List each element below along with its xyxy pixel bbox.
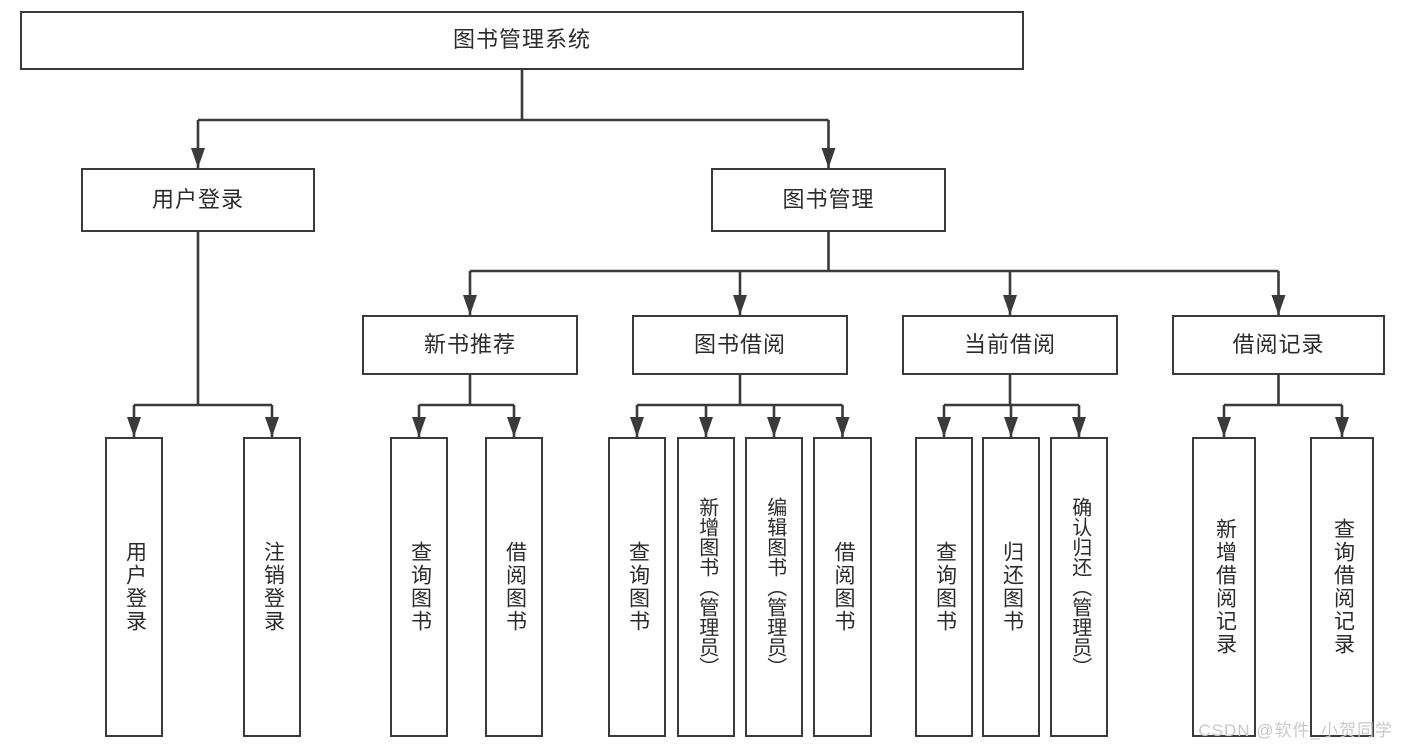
arrowhead-icon bbox=[265, 417, 279, 437]
arrowhead-icon bbox=[630, 417, 644, 437]
node-records[interactable]: 借阅记录 bbox=[1172, 315, 1385, 375]
node-l8[interactable]: 借阅图书 bbox=[813, 437, 872, 737]
node-newbook[interactable]: 新书推荐 bbox=[362, 315, 578, 375]
arrowhead-icon bbox=[507, 417, 521, 437]
node-l4[interactable]: 借阅图书 bbox=[485, 437, 543, 737]
arrowhead-icon bbox=[1335, 417, 1349, 437]
node-label: 归还图书 bbox=[1000, 541, 1024, 633]
arrowhead-icon bbox=[835, 417, 850, 437]
node-label: 用户登录 bbox=[123, 541, 147, 633]
node-label: 当前借阅 bbox=[963, 331, 1056, 357]
node-l5[interactable]: 查询图书 bbox=[608, 437, 666, 737]
node-label: 编辑图书（管理员） bbox=[763, 497, 786, 677]
node-label: 查询图书 bbox=[408, 541, 432, 633]
node-current[interactable]: 当前借阅 bbox=[902, 315, 1118, 375]
node-l6[interactable]: 新增图书（管理员） bbox=[677, 437, 735, 737]
node-label: 图书管理 bbox=[782, 186, 875, 212]
arrowhead-icon bbox=[127, 417, 141, 437]
node-l12[interactable]: 新增借阅记录 bbox=[1192, 437, 1256, 737]
node-label: 新增借阅记录 bbox=[1213, 518, 1237, 656]
node-l7[interactable]: 编辑图书（管理员） bbox=[745, 437, 803, 737]
node-l9[interactable]: 查询图书 bbox=[915, 437, 973, 737]
node-bookmgmt[interactable]: 图书管理 bbox=[711, 168, 946, 232]
node-label: 新增图书（管理员） bbox=[695, 497, 718, 677]
node-l10[interactable]: 归还图书 bbox=[982, 437, 1040, 737]
arrowhead-icon bbox=[412, 417, 426, 437]
node-label: 图书管理系统 bbox=[452, 27, 591, 53]
node-l2[interactable]: 注销登录 bbox=[243, 437, 301, 737]
node-root[interactable]: 图书管理系统 bbox=[20, 11, 1024, 70]
node-label: 借阅图书 bbox=[503, 541, 527, 633]
arrowhead-icon bbox=[191, 148, 205, 168]
node-label: 确认归还（管理员） bbox=[1068, 497, 1091, 677]
arrowhead-icon bbox=[463, 295, 477, 315]
node-label: 图书借阅 bbox=[693, 331, 786, 357]
arrowhead-icon bbox=[937, 417, 951, 437]
arrowhead-icon bbox=[699, 417, 713, 437]
node-l13[interactable]: 查询借阅记录 bbox=[1310, 437, 1374, 737]
arrowhead-icon bbox=[1003, 295, 1017, 315]
node-label: 查询图书 bbox=[626, 541, 650, 633]
arrowhead-icon bbox=[1217, 417, 1231, 437]
node-label: 注销登录 bbox=[261, 541, 285, 633]
arrowhead-icon bbox=[1271, 295, 1286, 315]
arrowhead-icon bbox=[1004, 417, 1018, 437]
node-l11[interactable]: 确认归还（管理员） bbox=[1050, 437, 1108, 737]
node-label: 借阅图书 bbox=[831, 541, 855, 633]
node-login[interactable]: 用户登录 bbox=[81, 168, 315, 232]
arrowhead-icon bbox=[821, 148, 836, 168]
arrowhead-icon bbox=[1072, 417, 1086, 437]
node-label: 新书推荐 bbox=[423, 331, 516, 357]
node-label: 用户登录 bbox=[151, 186, 244, 212]
node-l1[interactable]: 用户登录 bbox=[105, 437, 163, 737]
node-label: 借阅记录 bbox=[1232, 331, 1325, 357]
arrowhead-icon bbox=[767, 417, 781, 437]
node-label: 查询图书 bbox=[933, 541, 957, 633]
node-l3[interactable]: 查询图书 bbox=[390, 437, 448, 737]
node-borrow[interactable]: 图书借阅 bbox=[632, 315, 848, 375]
arrowhead-icon bbox=[733, 295, 747, 315]
node-label: 查询借阅记录 bbox=[1331, 518, 1355, 656]
